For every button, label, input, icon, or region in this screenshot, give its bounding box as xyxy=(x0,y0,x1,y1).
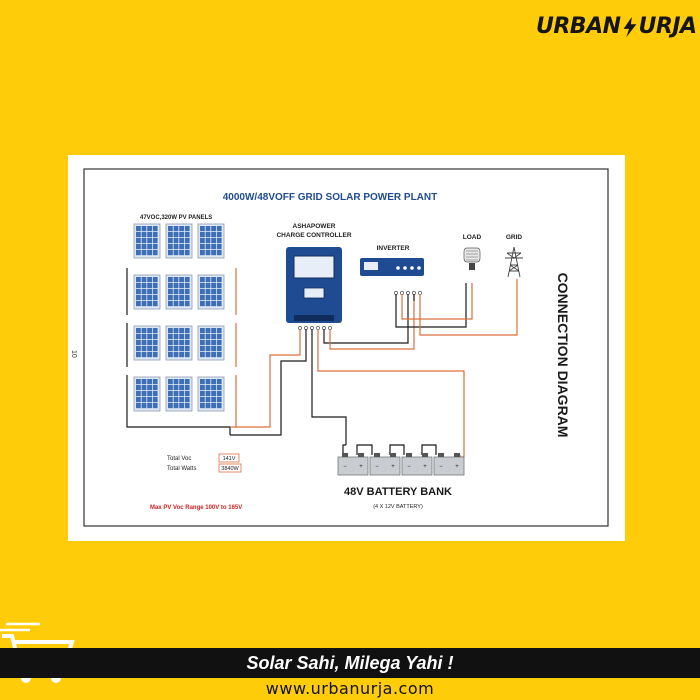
pv-panel xyxy=(133,325,161,361)
battery-bank-label: 48V BATTERY BANK xyxy=(344,486,452,498)
pv-panel xyxy=(197,223,225,259)
controller-label-1: ASHAPOWER xyxy=(293,223,336,230)
diagram-title: 4000W/48VOFF GRID SOLAR POWER PLANT xyxy=(223,192,437,203)
pv-panel xyxy=(133,223,161,259)
pv-panel xyxy=(133,274,161,310)
tagline-bar: Solar Sahi, Milega Yahi ! xyxy=(0,648,700,678)
battery-positive-terminal: + xyxy=(423,464,427,470)
battery-positive-terminal: + xyxy=(391,464,395,470)
total-watts-value: 3840W xyxy=(221,466,239,472)
load-label: LOAD xyxy=(463,234,482,241)
battery-negative-terminal: − xyxy=(407,464,411,470)
pv-panels-label: 47VOC,320W PV PANELS xyxy=(140,215,212,221)
pv-string-wiring xyxy=(126,268,237,435)
battery-bank-sub: (4 X 12V BATTERY) xyxy=(373,504,423,510)
connection-diagram-title: CONNECTION DIAGRAM xyxy=(555,273,571,438)
transmission-tower-icon xyxy=(505,246,523,278)
battery-bank: −+−+−+−+ xyxy=(337,453,465,476)
pv-panel xyxy=(165,223,193,259)
light-bulb-icon xyxy=(463,247,481,270)
drawing-border xyxy=(83,168,609,527)
brand-logo: URBAN URJA xyxy=(536,14,697,39)
connection-diagram: 4000W/48VOFF GRID SOLAR POWER PLANT CONN… xyxy=(70,168,609,527)
battery: −+ xyxy=(369,453,401,476)
diagram-sheet: 4000W/48VOFF GRID SOLAR POWER PLANT CONN… xyxy=(68,155,625,541)
pv-panel xyxy=(165,376,193,412)
total-watts-label: Total Watts xyxy=(167,466,196,472)
pv-panel xyxy=(197,376,225,412)
pv-panel xyxy=(133,376,161,412)
tagline-text: Solar Sahi, Milega Yahi ! xyxy=(246,653,454,673)
page-marker: 10 xyxy=(70,350,77,358)
battery-negative-terminal: − xyxy=(343,464,347,470)
system-wiring xyxy=(230,279,518,458)
battery-positive-terminal: + xyxy=(359,464,363,470)
battery-positive-terminal: + xyxy=(455,464,459,470)
lightning-bolt-icon xyxy=(623,16,636,38)
brand-logo-right: URJA xyxy=(638,14,698,39)
battery: −+ xyxy=(401,453,433,476)
total-voc-label: Total Voc xyxy=(167,456,191,462)
pv-range-note: Max PV Voc Range 100V to 165V xyxy=(150,505,242,511)
pv-panel xyxy=(165,325,193,361)
grid-label: GRID xyxy=(506,234,523,241)
charge-controller xyxy=(286,247,342,330)
pv-panel xyxy=(165,274,193,310)
pv-panel-array xyxy=(133,223,225,412)
battery-negative-terminal: − xyxy=(439,464,443,470)
controller-label-2: CHARGE CONTROLLER xyxy=(276,232,351,239)
battery: −+ xyxy=(433,453,465,476)
pv-panel xyxy=(197,274,225,310)
total-voc-value: 141V xyxy=(223,456,236,462)
inverter-label: INVERTER xyxy=(377,245,410,252)
brand-logo-left: URBAN xyxy=(536,14,621,39)
website-url[interactable]: www.urbanurja.com xyxy=(265,679,435,698)
pv-panel xyxy=(197,325,225,361)
battery-negative-terminal: − xyxy=(375,464,379,470)
battery: −+ xyxy=(337,453,369,476)
inverter xyxy=(360,258,424,295)
